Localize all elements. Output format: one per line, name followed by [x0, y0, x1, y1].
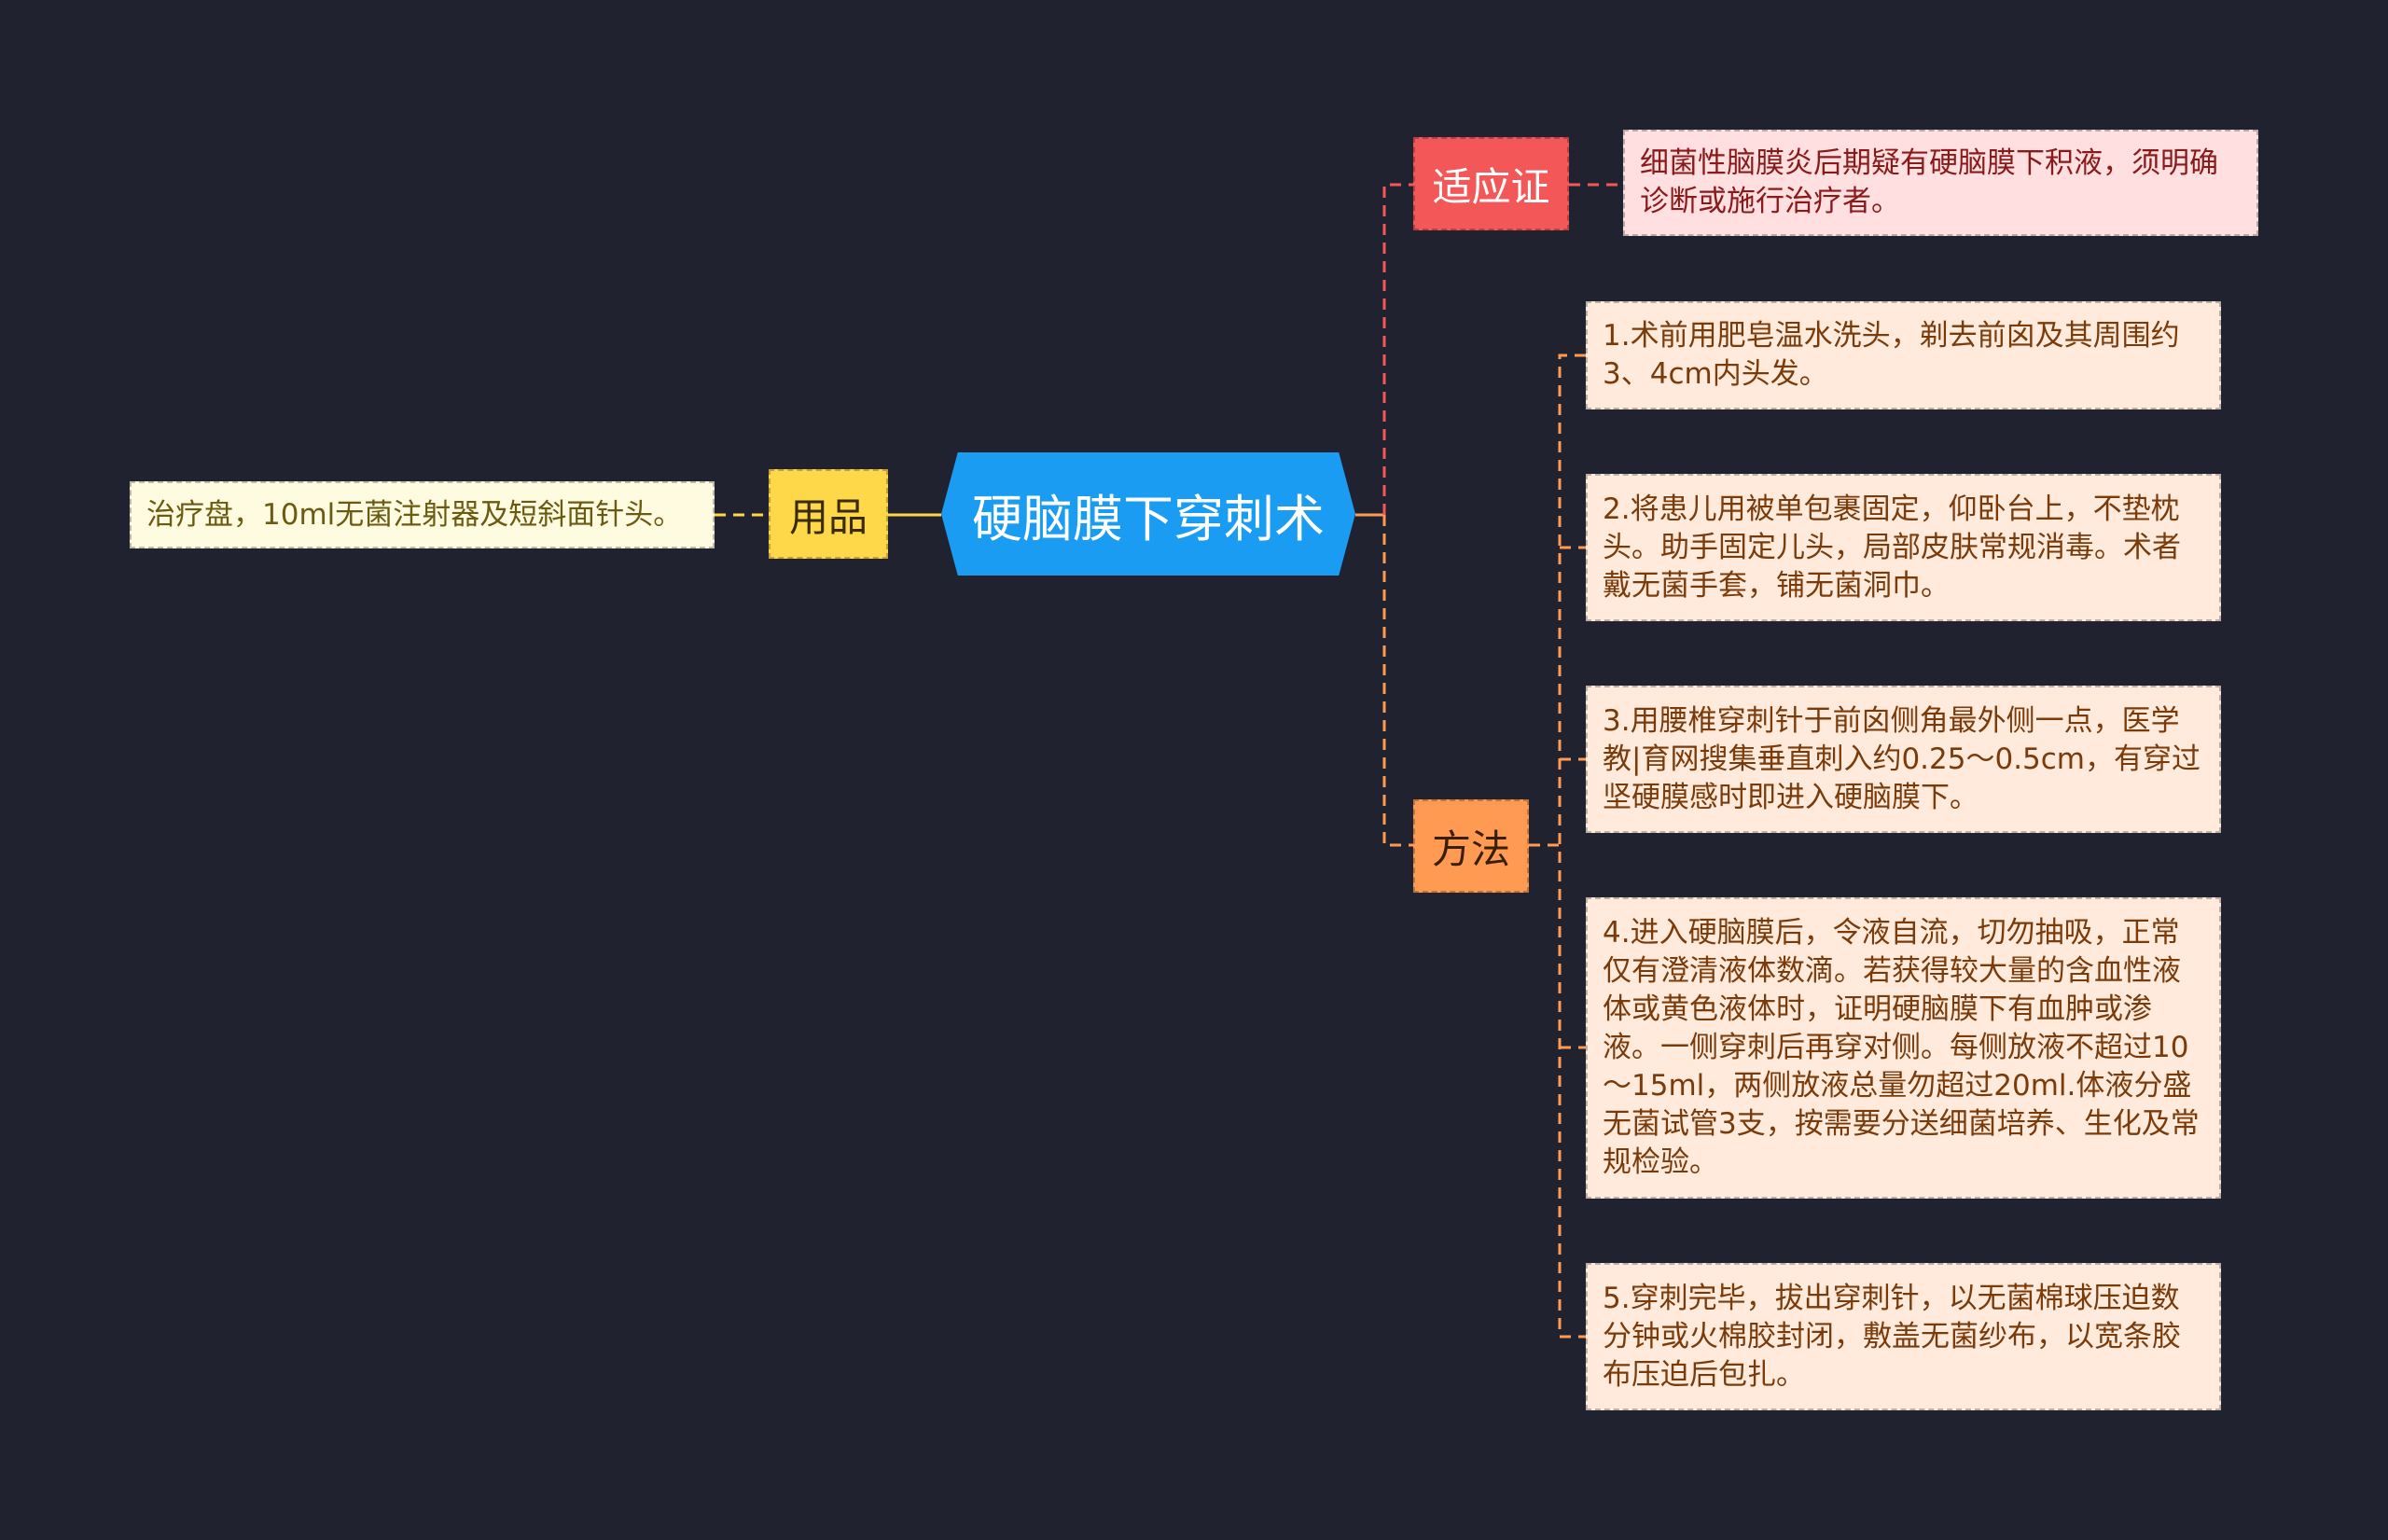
- method-step-text: 2.将患儿用被单包裹固定，仰卧台上，不垫枕头。助手固定儿头，局部皮肤常规消毒。术…: [1603, 492, 2181, 603]
- branch-supplies[interactable]: 用品: [769, 469, 888, 559]
- branch-method[interactable]: 方法: [1413, 799, 1529, 893]
- branch-supplies-label: 用品: [788, 493, 868, 540]
- supplies-leaf-text: 治疗盘，10ml无菌注射器及短斜面针头。: [146, 497, 683, 532]
- branch-indication-label: 适应证: [1432, 163, 1550, 210]
- supplies-leaf[interactable]: 治疗盘，10ml无菌注射器及短斜面针头。: [130, 481, 715, 548]
- indication-leaf[interactable]: 细菌性脑膜炎后期疑有硬脑膜下积液，须明确诊断或施行治疗者。: [1623, 130, 2258, 236]
- method-step-text: 3.用腰椎穿刺针于前囟侧角最外侧一点，医学教|育网搜集垂直刺入约0.25～0.5…: [1603, 703, 2201, 814]
- root-label: 硬脑膜下穿刺术: [972, 489, 1325, 548]
- method-step-text: 5.穿刺完毕，拔出穿刺针，以无菌棉球压迫数分钟或火棉胶封闭，敷盖无菌纱布，以宽条…: [1603, 1281, 2181, 1392]
- method-step-text: 4.进入硬脑膜后，令液自流，切勿抽吸，正常仅有澄清液体数滴。若获得较大量的含血性…: [1603, 916, 2200, 1179]
- method-step-4[interactable]: 4.进入硬脑膜后，令液自流，切勿抽吸，正常仅有澄清液体数滴。若获得较大量的含血性…: [1586, 897, 2221, 1199]
- method-step-text: 1.术前用肥皂温水洗头，剃去前囟及其周围约3、4cm内头发。: [1603, 319, 2180, 391]
- method-step-2[interactable]: 2.将患儿用被单包裹固定，仰卧台上，不垫枕头。助手固定儿头，局部皮肤常规消毒。术…: [1586, 474, 2221, 621]
- method-step-5[interactable]: 5.穿刺完毕，拔出穿刺针，以无菌棉球压迫数分钟或火棉胶封闭，敷盖无菌纱布，以宽条…: [1586, 1263, 2221, 1410]
- root-node[interactable]: 硬脑膜下穿刺术: [941, 452, 1355, 576]
- branch-method-label: 方法: [1431, 825, 1510, 872]
- indication-leaf-text: 细菌性脑膜炎后期疑有硬脑膜下积液，须明确诊断或施行治疗者。: [1640, 146, 2218, 218]
- method-step-1[interactable]: 1.术前用肥皂温水洗头，剃去前囟及其周围约3、4cm内头发。: [1586, 301, 2221, 409]
- method-step-3[interactable]: 3.用腰椎穿刺针于前囟侧角最外侧一点，医学教|育网搜集垂直刺入约0.25～0.5…: [1586, 686, 2221, 833]
- branch-indication[interactable]: 适应证: [1413, 137, 1569, 230]
